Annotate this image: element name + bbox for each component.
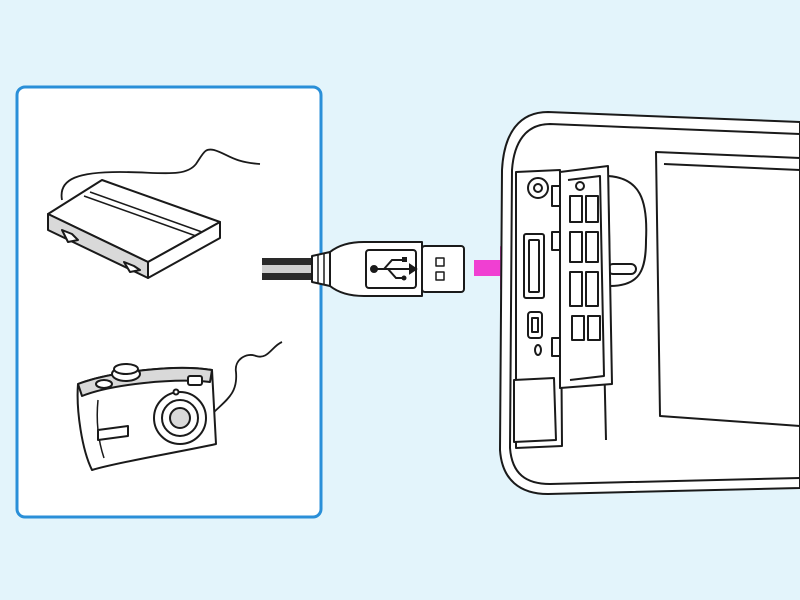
viewer-cover-rib <box>569 271 583 307</box>
viewer-cover-rib <box>571 315 585 341</box>
drive-ridge <box>89 191 203 233</box>
viewer-cover-screw <box>575 181 585 191</box>
viewer-cover-rib <box>569 231 583 263</box>
camera-flash <box>187 375 203 386</box>
viewer-cover-latch <box>551 337 561 357</box>
viewer-dc-jack-inner <box>533 183 543 193</box>
viewer-screen-inner <box>663 163 800 171</box>
viewer-inserted-card <box>513 377 557 443</box>
viewer-cover-rib <box>585 271 599 307</box>
viewer-cover-rib <box>569 195 583 223</box>
drive-foot <box>123 261 141 273</box>
camera-cable <box>211 341 283 415</box>
usb-connector <box>421 245 465 293</box>
viewer-cover-latch <box>551 185 561 207</box>
usb-cable-core <box>262 265 314 273</box>
viewer-cover-edge <box>567 175 605 381</box>
drive-foot <box>61 229 79 243</box>
viewer-grip <box>607 175 648 287</box>
viewer-screen <box>655 151 800 427</box>
viewer-cover-latch <box>551 231 561 251</box>
portable-viewer-side-ports <box>499 111 800 495</box>
viewer-reset-hole <box>534 344 542 356</box>
usb-strain-relief <box>311 251 331 287</box>
usb-contact <box>435 271 445 281</box>
viewer-cover-rib <box>585 195 599 223</box>
viewer-usb-port-inner <box>531 317 539 333</box>
camera-lens-inner <box>169 407 191 429</box>
viewer-cover-rib <box>587 315 601 341</box>
camera-strap-lug <box>97 425 129 441</box>
viewer-button <box>607 263 637 275</box>
usb-trident-icon <box>370 257 418 281</box>
camera-shutter <box>95 379 113 389</box>
usb-contact <box>435 257 445 267</box>
drive-ridge <box>83 195 197 237</box>
drive-cable <box>60 148 261 201</box>
viewer-card-slot-inner <box>528 239 540 293</box>
digital-camera-icon <box>76 341 283 471</box>
viewer-rim <box>509 123 800 485</box>
camera-dial-top <box>113 363 139 375</box>
viewer-cover-rib <box>585 231 599 263</box>
external-drive-icon <box>47 148 261 279</box>
camera-detail <box>172 388 180 396</box>
